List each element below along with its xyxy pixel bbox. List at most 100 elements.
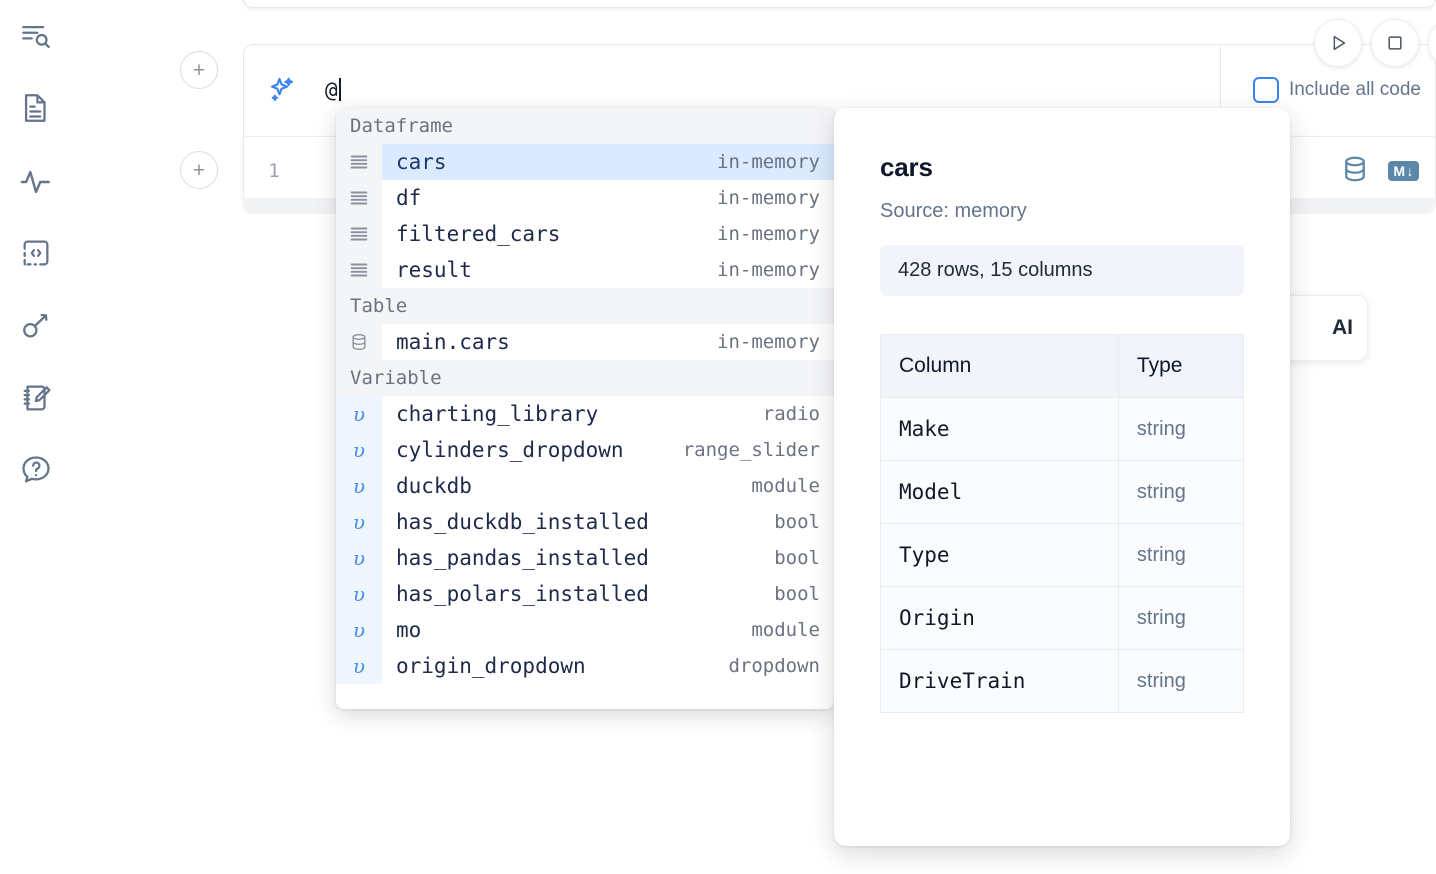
preview-stats: 428 rows, 15 columns (880, 245, 1244, 296)
autocomplete-group-header: Table (336, 288, 834, 324)
autocomplete-item-meta: bool (774, 547, 820, 569)
autocomplete-item[interactable]: filtered_cars in-memory (336, 216, 834, 252)
autocomplete-item-name: duckdb (396, 474, 472, 498)
variable-icon: υ (336, 540, 382, 576)
cell-column-name: Make (880, 397, 1119, 461)
header-type: Type (1117, 334, 1245, 398)
autocomplete-item-name: mo (396, 618, 422, 642)
autocomplete-item[interactable]: main.cars in-memory (336, 324, 834, 360)
sparkles-icon (267, 75, 297, 105)
cell-column-name: Type (880, 523, 1119, 587)
autocomplete-item-name: result (396, 258, 472, 282)
header-column: Column (880, 334, 1119, 398)
autocomplete-item-name: cars (396, 150, 447, 174)
include-all-code-checkbox[interactable] (1252, 77, 1279, 103)
autocomplete-item-name: charting_library (396, 402, 599, 426)
code-cell-actions: M↓ (1340, 154, 1435, 189)
autocomplete-item[interactable]: df in-memory (336, 180, 834, 216)
help-icon[interactable] (16, 450, 56, 490)
autocomplete-item-meta: in-memory (717, 151, 820, 173)
snippets-icon[interactable] (16, 233, 56, 273)
variable-icon: υ (336, 432, 382, 468)
include-all-code-label: Include all code (1288, 79, 1421, 100)
cell-column-type: string (1117, 586, 1245, 650)
table-header-row: Column Type (880, 334, 1245, 398)
preview-title: cars (880, 152, 933, 182)
autocomplete-item-name: filtered_cars (396, 222, 561, 246)
text-caret (338, 78, 341, 101)
autocomplete-item[interactable]: υ has_pandas_installed bool (336, 540, 834, 576)
dataframe-icon (336, 252, 382, 288)
autocomplete-item[interactable]: υ has_duckdb_installed bool (336, 504, 834, 540)
document-icon[interactable] (16, 88, 56, 128)
cell-column-name: DriveTrain (880, 649, 1119, 713)
cell-column-type: string (1117, 460, 1245, 524)
autocomplete-item-meta: radio (762, 403, 820, 425)
autocomplete-group-header: Dataframe (336, 108, 834, 144)
cell-column-type: string (1117, 649, 1245, 713)
autocomplete-item-meta: in-memory (717, 223, 820, 245)
dataframe-icon (336, 216, 382, 252)
secrets-icon[interactable] (16, 306, 56, 346)
autocomplete-item-meta: module (751, 619, 820, 641)
ai-prompt-input[interactable]: @ (325, 45, 341, 135)
cell-column-name: Model (880, 460, 1119, 524)
autocomplete-item-meta: dropdown (728, 655, 820, 677)
autocomplete-item[interactable]: υ charting_library radio (336, 396, 834, 432)
autocomplete-item-meta: range_slider (682, 439, 820, 461)
autocomplete-item-name: has_duckdb_installed (396, 510, 649, 534)
autocomplete-item-meta: in-memory (717, 187, 820, 209)
autocomplete-item-meta: bool (774, 583, 820, 605)
autocomplete-item[interactable]: cars in-memory (336, 144, 834, 180)
markdown-badge-arrow: ↓ (1406, 163, 1414, 179)
autocomplete-item-meta: module (751, 475, 820, 497)
variable-icon: υ (336, 648, 382, 684)
autocomplete-item-name: has_pandas_installed (396, 546, 649, 570)
autocomplete-item-name: main.cars (396, 330, 510, 354)
include-all-code-row: Include all code (1219, 45, 1435, 135)
variable-icon: υ (336, 504, 382, 540)
autocomplete-item[interactable]: υ has_polars_installed bool (336, 576, 834, 612)
add-cell-below-button[interactable]: + (180, 151, 218, 189)
variable-icon: υ (336, 396, 382, 432)
cell-column-name: Origin (880, 586, 1119, 650)
autocomplete-item-name: has_polars_installed (396, 582, 649, 606)
dataframe-preview-panel: cars Source: memory 428 rows, 15 columns… (834, 108, 1290, 846)
variable-icon: υ (336, 576, 382, 612)
cell-column-type: string (1117, 397, 1245, 461)
run-button[interactable] (1314, 19, 1362, 67)
ai-prompt-value: @ (325, 78, 338, 102)
dataframe-icon (336, 144, 382, 180)
preview-source: Source: memory (880, 200, 1027, 222)
markdown-badge-letter: M (1393, 163, 1406, 179)
markdown-icon[interactable]: M↓ (1388, 161, 1419, 181)
cell-above (243, 0, 1436, 8)
activity-icon[interactable] (16, 162, 56, 202)
stop-button[interactable] (1371, 19, 1419, 67)
cell-column-type: string (1117, 523, 1245, 587)
table-icon (336, 324, 382, 360)
autocomplete-item-name: df (396, 186, 422, 210)
explore-icon[interactable] (16, 17, 56, 57)
database-icon[interactable] (1340, 154, 1370, 189)
autocomplete-item-meta: in-memory (717, 331, 820, 353)
add-cell-above-button[interactable]: + (180, 51, 218, 89)
scratchpad-icon[interactable] (16, 378, 56, 418)
variable-icon: υ (336, 612, 382, 648)
autocomplete-item-meta: bool (774, 511, 820, 533)
line-number: 1 (268, 160, 280, 182)
dataframe-icon (336, 180, 382, 216)
